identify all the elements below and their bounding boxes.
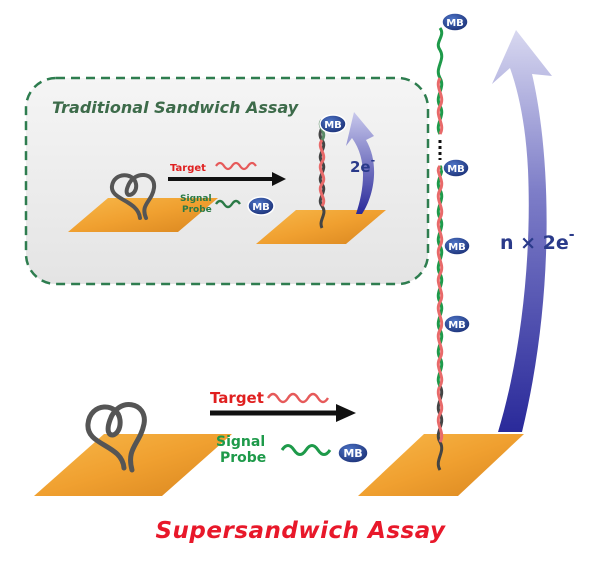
mb-label: MB	[448, 242, 466, 253]
mb-label: MB	[324, 120, 342, 131]
mb-badge: MB	[247, 196, 275, 216]
mb-badge: MB	[441, 12, 469, 32]
supersandwich-helix	[436, 27, 444, 471]
main-electron-arrow	[492, 30, 552, 432]
inset-arrowhead	[272, 172, 286, 186]
mb-label: MB	[343, 447, 362, 460]
main-probe-strand	[280, 444, 332, 456]
main-arrowhead	[336, 404, 356, 422]
main-electrode-right	[358, 434, 524, 496]
inset-hairpin-probe	[110, 173, 157, 220]
page-title: Supersandwich Assay	[155, 518, 446, 544]
main-hairpin-probe	[85, 402, 147, 473]
mb-label: MB	[252, 202, 270, 213]
main-signal-label: Signal	[216, 434, 265, 450]
mb-label: MB	[447, 164, 465, 175]
mb-badge: MB	[443, 236, 471, 256]
inset-title: Traditional Sandwich Assay	[52, 98, 299, 117]
mb-badge: MB	[319, 114, 347, 134]
inset-target-strand	[215, 161, 257, 171]
mb-badge: MB	[443, 314, 471, 334]
inset-probe-strand	[215, 199, 241, 209]
main-probe-label: Probe	[220, 450, 266, 466]
mb-badge: MB	[442, 158, 470, 178]
inset-electron-label: 2e-	[350, 154, 375, 176]
mb-label: MB	[446, 18, 464, 29]
inset-signal-label: Signal	[180, 194, 212, 204]
main-target-strand	[266, 392, 330, 404]
mb-badge: MB	[337, 442, 369, 464]
inset-target-label: Target	[170, 163, 206, 174]
inset-probe-label: Probe	[182, 205, 212, 215]
main-target-label: Target	[210, 389, 264, 407]
main-electron-label: n × 2e-	[500, 227, 575, 254]
mb-label: MB	[448, 320, 466, 331]
inset-electron-arrow	[346, 112, 375, 214]
